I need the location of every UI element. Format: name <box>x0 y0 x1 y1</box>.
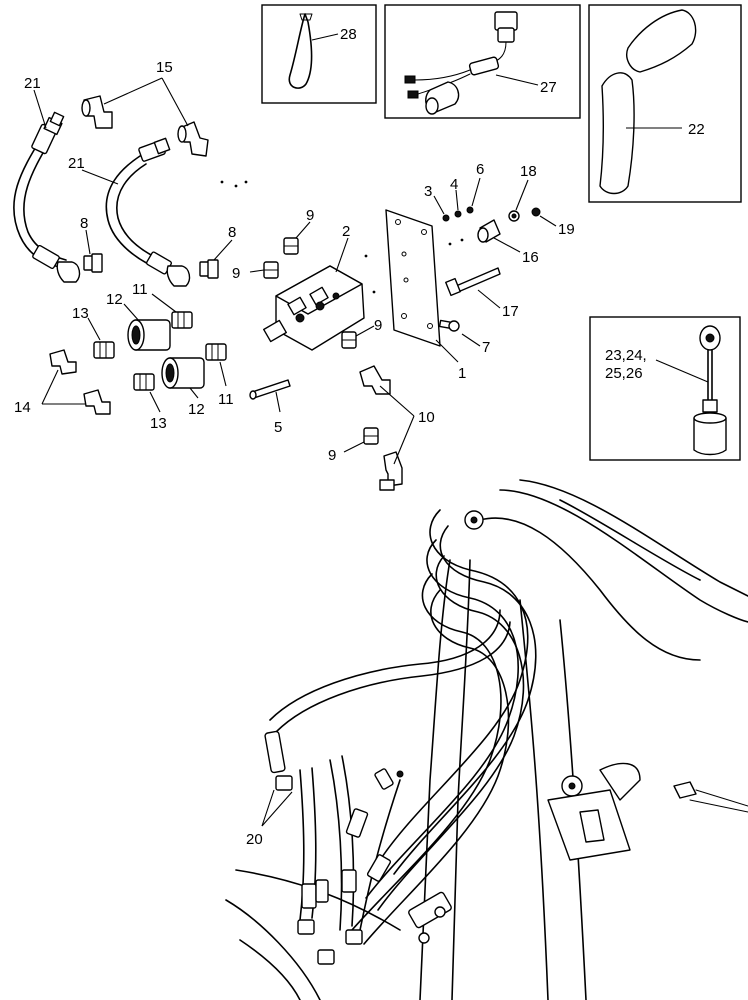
spacer-16: 16 <box>477 219 539 266</box>
callout-9-c: 9 <box>374 317 382 334</box>
coupler-set-upper: 13 12 11 <box>72 281 193 359</box>
callout-21-left: 21 <box>24 75 41 92</box>
washer-3: 3 <box>424 183 450 222</box>
hose-assembly-21-right: 21 <box>68 137 191 287</box>
loader-boom-assembly <box>225 479 748 1000</box>
callout-9-d: 9 <box>328 447 336 464</box>
nut-6: 6 <box>466 161 484 214</box>
callout-12-lower: 12 <box>188 401 205 418</box>
hose-assembly-21-left <box>13 111 81 283</box>
callout-8-right: 8 <box>228 224 236 241</box>
inset-box-23-26: 23,24, 25,26 <box>589 316 741 461</box>
callout-7: 7 <box>482 339 490 356</box>
callout-16: 16 <box>522 249 539 266</box>
callout-2: 2 <box>342 223 350 240</box>
elbow-fittings-15: 15 <box>81 59 209 157</box>
inset-box-22: 22 <box>588 4 742 203</box>
callout-9-b: 9 <box>232 265 240 282</box>
callout-5: 5 <box>274 419 282 436</box>
callout-12-upper: 12 <box>106 291 123 308</box>
callout-3: 3 <box>424 183 432 200</box>
callout-27: 27 <box>540 79 557 96</box>
callout-11-upper: 11 <box>132 281 148 298</box>
pin-5: 5 <box>249 379 291 436</box>
fittings-9: 9 9 9 9 <box>232 207 382 464</box>
elbow-fittings-10: 10 <box>359 365 435 491</box>
washer-18: 18 <box>508 163 537 222</box>
alignment-dots <box>220 180 464 294</box>
callout-14: 14 <box>14 399 31 416</box>
bolt-7: 7 <box>438 319 490 356</box>
nut-19: 19 <box>531 207 575 238</box>
callout-10: 10 <box>418 409 435 426</box>
callout-6: 6 <box>476 161 484 178</box>
callout-13-upper: 13 <box>72 305 89 322</box>
inset-box-27: 27 <box>384 4 581 119</box>
callout-19: 19 <box>558 221 575 238</box>
callout-18: 18 <box>520 163 537 180</box>
callout-17: 17 <box>502 303 519 320</box>
inset-box-28: 28 <box>261 4 377 104</box>
callout-4: 4 <box>450 176 458 193</box>
elbow-fittings-14: 14 <box>14 349 111 416</box>
callout-21-right: 21 <box>68 155 85 172</box>
hydraulic-hose-bundle <box>264 509 537 965</box>
callout-13-lower: 13 <box>150 415 167 432</box>
valve-assembly-2: 2 <box>263 223 365 351</box>
adapter-fittings-8: 8 8 <box>80 215 236 279</box>
callout-23-24: 23,24, <box>605 347 647 364</box>
mounting-plate-1: 1 <box>385 209 466 382</box>
callout-1: 1 <box>458 365 466 382</box>
callout-28: 28 <box>340 26 357 43</box>
bolt-17: 17 <box>445 267 519 320</box>
callout-22: 22 <box>688 121 705 138</box>
callout-25-26: 25,26 <box>605 365 643 382</box>
coupler-set-lower: 13 12 11 <box>133 343 234 432</box>
callout-8-left: 8 <box>80 215 88 232</box>
callout-9-a: 9 <box>306 207 314 224</box>
callout-20: 20 <box>246 831 263 848</box>
lockwasher-4: 4 <box>450 176 462 218</box>
callout-20-group: 20 <box>246 789 293 848</box>
callout-15: 15 <box>156 59 173 76</box>
callout-11-lower: 11 <box>218 391 234 408</box>
